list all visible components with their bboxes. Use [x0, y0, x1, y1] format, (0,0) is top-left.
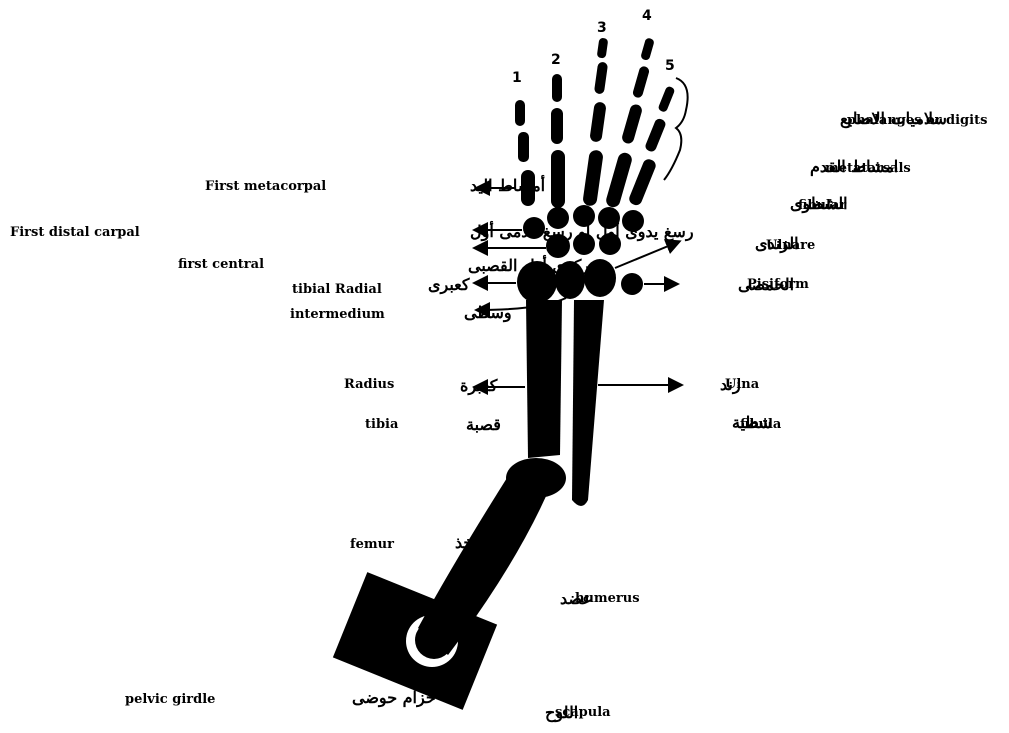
- label-femur-ar: فخذ: [455, 533, 481, 552]
- label-ulnare-en: Ulnare: [766, 238, 815, 253]
- label-fibula-en: fibula: [740, 417, 782, 432]
- digit-number-2: 2: [551, 52, 561, 68]
- label-distal-carpal-ar: رسغ يدوى أول أو رسغ قدمى أول: [470, 220, 694, 242]
- label-phalanges-en: phalanges or digits: [847, 113, 987, 128]
- label-femur-en: femur: [350, 537, 394, 552]
- label-metatarsal-en: metatarsals: [825, 161, 911, 176]
- digit-2: [551, 74, 565, 208]
- pisiform: [621, 273, 643, 295]
- label-pelvic-en: pelvic girdle: [125, 692, 215, 707]
- label-humerus-en: humerus: [575, 591, 640, 606]
- label-metacarpal-en: First metacorpal: [205, 179, 326, 194]
- digit-number-1: 1: [512, 70, 522, 86]
- label-radial-ar: كعبرى: [428, 275, 470, 295]
- arrow-ulnare: [615, 242, 678, 268]
- label-scapula-en: scapula: [555, 705, 611, 720]
- label-radial-en: tibial Radial: [292, 282, 382, 297]
- label-central-ar: مركزى أول القصبى: [468, 254, 599, 276]
- label-metacarpal-ar: أمشاط اليد: [470, 174, 545, 195]
- digit-number-5: 5: [665, 58, 675, 74]
- label-radius-en: Radius: [344, 377, 394, 392]
- label-tibia-ar: قصبة: [466, 415, 501, 434]
- label-central-en: first central: [178, 257, 264, 272]
- digit-5: [627, 85, 675, 206]
- label-intermedium-ar: وسطى: [464, 303, 512, 323]
- humerus-distal-head: [506, 458, 566, 498]
- label-fibular-en: fibular: [798, 198, 846, 213]
- digit-number-3: 3: [597, 20, 607, 36]
- ulna-bone: [572, 300, 604, 506]
- label-radius-ar: كعبرة: [460, 376, 498, 396]
- digit-3: [582, 38, 608, 207]
- label-distal-carpal-en: First distal carpal: [10, 225, 140, 240]
- digit-number-4: 4: [642, 8, 652, 24]
- label-tibia-en: tibia: [365, 417, 399, 432]
- radius-bone: [526, 300, 562, 458]
- label-pisiform-en: Pisiform: [747, 277, 809, 292]
- label-ulna-en: Ulna: [725, 377, 760, 392]
- label-intermedium-en: intermedium: [290, 307, 385, 322]
- label-pelvic-ar: حزام حوضى: [352, 688, 436, 708]
